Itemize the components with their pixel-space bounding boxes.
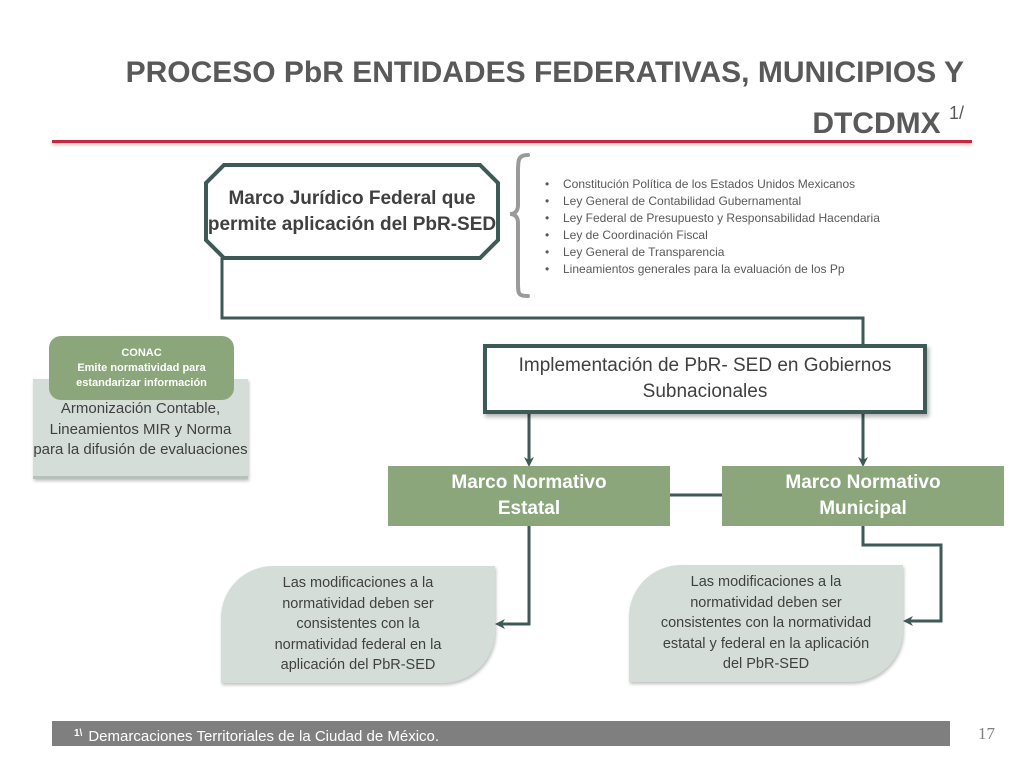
municipal-note-box: Las modificaciones a la normatividad deb… [629,565,903,682]
title-superscript: 1/ [948,103,964,123]
page-title: PROCESO PbR ENTIDADES FEDERATIVAS, MUNIC… [125,56,964,140]
list-item: Ley Federal de Presupuesto y Responsabil… [543,210,923,227]
legal-bracket [509,153,530,298]
footnote-marker: 1\ [74,728,83,739]
page-number: 17 [978,724,995,743]
list-item: Constitución Política de los Estados Uni… [543,176,923,193]
conac-desc: Emite normatividad para estandarizar inf… [76,361,207,389]
list-item: Ley General de Transparencia [543,244,923,261]
state-note-box: Las modificaciones a la normatividad deb… [221,566,495,683]
municipal-framework-box: Marco Normativo Municipal [722,466,1004,526]
state-framework-box: Marco Normativo Estatal [388,466,670,526]
laws-list: Constitución Política de los Estados Uni… [543,176,923,278]
legal-framework-box: Marco Jurídico Federal que permite aplic… [204,163,500,260]
conac-box: CONAC Emite normatividad para estandariza… [49,336,234,400]
list-item: Lineamientos generales para la evaluació… [543,261,923,278]
octagon-frame [204,163,500,260]
footnote-bar: 1\ Demarcaciones Territoriales de la Ciud… [52,721,950,746]
title-divider [52,140,972,143]
footnote-text: Demarcaciones Territoriales de la Ciudad… [88,728,440,745]
connector-estatal-to-note [495,526,531,629]
list-item: Ley de Coordinación Fiscal [543,227,923,244]
conac-name: CONAC [121,346,162,359]
legal-framework-label: Marco Jurídico Federal que permite aplic… [207,187,497,235]
implementation-box: Implementación de PbR- SED en Gobiernos … [483,344,927,414]
list-item: Ley General de Contabilidad Gubernamenta… [543,193,923,210]
